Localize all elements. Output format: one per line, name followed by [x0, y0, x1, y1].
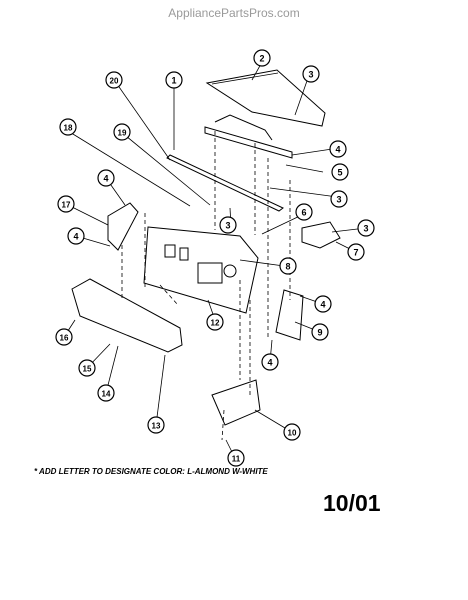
part-front-panel-shape	[71, 278, 183, 353]
callout-2: 2	[253, 49, 271, 67]
color-designation-note: * ADD LETTER TO DESIGNATE COLOR: L-ALMON…	[34, 467, 268, 476]
callout-19: 19	[113, 123, 131, 141]
callout-label: 2	[259, 54, 264, 64]
callout-label: 3	[225, 221, 230, 231]
callout-3: 3	[302, 65, 320, 83]
callout-label: 17	[62, 201, 71, 210]
callout-circle	[227, 449, 245, 467]
callout-label: 8	[285, 262, 290, 272]
callout-label: 4	[267, 358, 272, 368]
revision-date: 10/01	[323, 490, 381, 516]
callout-circle	[347, 243, 365, 261]
part-end-cap-shape	[275, 289, 304, 341]
callout-label: 14	[102, 390, 111, 399]
part-bottom-bracket-shape	[211, 379, 261, 426]
callout-12: 12	[206, 313, 224, 331]
callout-label: 4	[320, 300, 325, 310]
callout-11: 11	[227, 449, 245, 467]
callout-circle	[67, 227, 85, 245]
callout-label: 18	[64, 124, 73, 133]
callout-3: 3	[219, 216, 237, 234]
callout-5: 5	[331, 163, 349, 181]
part-top-cover-shape	[205, 69, 326, 127]
callout-label: 16	[60, 334, 69, 343]
callout-9: 9	[311, 323, 329, 341]
callout-label: 20	[110, 77, 119, 86]
callout-circle	[105, 71, 123, 89]
callout-4: 4	[67, 227, 85, 245]
callout-circle	[206, 313, 224, 331]
callout-label: 6	[301, 208, 306, 218]
callout-14: 14	[97, 384, 115, 402]
callout-label: 3	[336, 195, 341, 205]
callout-circle	[78, 359, 96, 377]
callout-label: 4	[103, 174, 108, 184]
callout-label: 4	[73, 232, 78, 242]
callout-circle	[55, 328, 73, 346]
callout-label: 5	[337, 168, 342, 178]
callout-label: 12	[211, 319, 220, 328]
callout-3: 3	[357, 219, 375, 237]
callout-circle	[295, 203, 313, 221]
callout-6: 6	[295, 203, 313, 221]
callout-circle	[329, 140, 347, 158]
callout-label: 1	[171, 76, 176, 86]
part-timer-shape	[301, 221, 341, 249]
callout-label: 15	[83, 365, 92, 374]
part-console-panel-shape	[143, 226, 259, 314]
callout-label: 13	[152, 422, 161, 431]
callout-17: 17	[57, 195, 75, 213]
callout-4: 4	[97, 169, 115, 187]
watermark: AppliancePartsPros.com	[168, 6, 300, 20]
callout-circle	[331, 163, 349, 181]
callout-label: 4	[335, 145, 340, 155]
callout-1: 1	[165, 71, 183, 89]
callout-circle	[219, 216, 237, 234]
callout-20: 20	[105, 71, 123, 89]
callout-circle	[97, 169, 115, 187]
callout-13: 13	[147, 416, 165, 434]
callout-4: 4	[329, 140, 347, 158]
callout-8: 8	[279, 257, 297, 275]
callout-label: 3	[363, 224, 368, 234]
callout-circle	[279, 257, 297, 275]
callout-circle	[57, 195, 75, 213]
callout-label: 7	[353, 248, 358, 258]
callout-label: 19	[118, 129, 127, 138]
callout-label: 9	[317, 328, 322, 338]
callout-circle	[357, 219, 375, 237]
callout-circle	[113, 123, 131, 141]
callout-circle	[311, 323, 329, 341]
callout-3: 3	[330, 190, 348, 208]
callout-7: 7	[347, 243, 365, 261]
part-rail-shape	[204, 126, 293, 159]
callout-10: 10	[283, 423, 301, 441]
callout-circle	[330, 190, 348, 208]
callout-circle	[147, 416, 165, 434]
callout-4: 4	[261, 353, 279, 371]
callout-circle	[283, 423, 301, 441]
callout-circle	[253, 49, 271, 67]
callout-label: 3	[308, 70, 313, 80]
callout-label: 11	[232, 455, 241, 464]
callout-circle	[165, 71, 183, 89]
callout-label: 10	[288, 429, 297, 438]
part-left-bracket-shape	[107, 202, 139, 251]
callout-circle	[97, 384, 115, 402]
callout-circle	[261, 353, 279, 371]
callout-18: 18	[59, 118, 77, 136]
callout-circle	[314, 295, 332, 313]
callout-15: 15	[78, 359, 96, 377]
callout-16: 16	[55, 328, 73, 346]
callout-4: 4	[314, 295, 332, 313]
callout-circle	[59, 118, 77, 136]
callout-circle	[302, 65, 320, 83]
